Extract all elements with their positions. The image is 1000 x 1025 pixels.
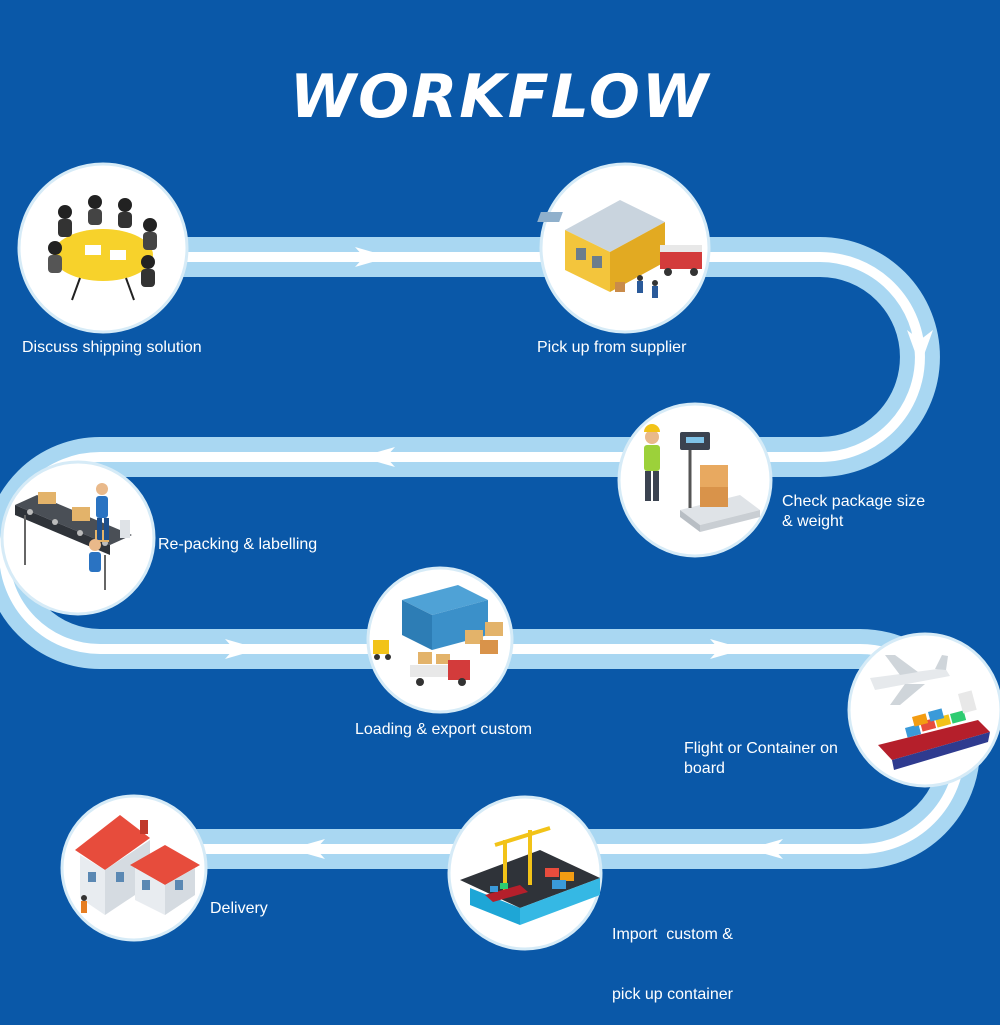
meeting-table-icon xyxy=(48,195,157,301)
port-crane-icon xyxy=(460,826,600,925)
step-label-flight: Flight or Container on board xyxy=(684,739,838,779)
arrow-left-icon xyxy=(290,839,325,859)
step-label-pickup: Pick up from supplier xyxy=(537,338,686,358)
step-delivery xyxy=(60,794,208,942)
step-loading xyxy=(366,566,514,714)
step-label-repack: Re-packing & labelling xyxy=(158,535,317,555)
step-label-line: board xyxy=(684,760,725,777)
step-label-discuss: Discuss shipping solution xyxy=(22,338,202,358)
arrow-down-icon xyxy=(907,330,933,366)
scale-worker-icon xyxy=(644,424,760,532)
workflow-diagram xyxy=(0,162,1000,951)
container-truck-icon xyxy=(373,585,503,686)
step-discuss xyxy=(17,162,189,334)
flow-arrows xyxy=(225,247,933,859)
step-repack xyxy=(0,460,156,616)
page-title: WORKFLOW xyxy=(289,62,711,132)
step-label-delivery: Delivery xyxy=(210,899,268,919)
step-label-line: Flight or Container on xyxy=(684,740,838,757)
plane-ship-icon xyxy=(870,655,990,770)
step-label-text: Re-packing & labelling xyxy=(158,536,318,553)
step-label-line: Import custom & xyxy=(612,926,733,943)
warehouse-truck-icon xyxy=(537,200,702,298)
arrow-right-icon xyxy=(710,639,745,659)
step-pickup xyxy=(537,162,711,334)
arrow-right-icon xyxy=(355,247,390,267)
step-check xyxy=(617,402,773,558)
arrow-left-icon xyxy=(748,839,783,859)
conveyor-belt-icon xyxy=(15,483,132,590)
step-label-import: Import custom & pick up container xyxy=(612,885,733,1025)
step-label-text: Loading & export custom xyxy=(355,721,532,738)
step-label-check: Check package size & weight xyxy=(782,492,925,532)
house-icon xyxy=(75,815,200,915)
step-label-line: Check package size xyxy=(782,493,926,510)
step-label-line: & weight xyxy=(782,513,844,530)
arrow-left-icon xyxy=(360,447,395,467)
step-label-text: Pick up from supplier xyxy=(537,339,687,356)
step-import xyxy=(447,795,603,951)
step-label-line: pick up container xyxy=(612,986,733,1003)
step-label-text: Discuss shipping solution xyxy=(22,339,202,356)
step-label-text: Delivery xyxy=(210,900,268,917)
step-flight xyxy=(847,632,1000,788)
arrow-right-icon xyxy=(225,639,260,659)
step-label-loading: Loading & export custom xyxy=(355,720,532,740)
